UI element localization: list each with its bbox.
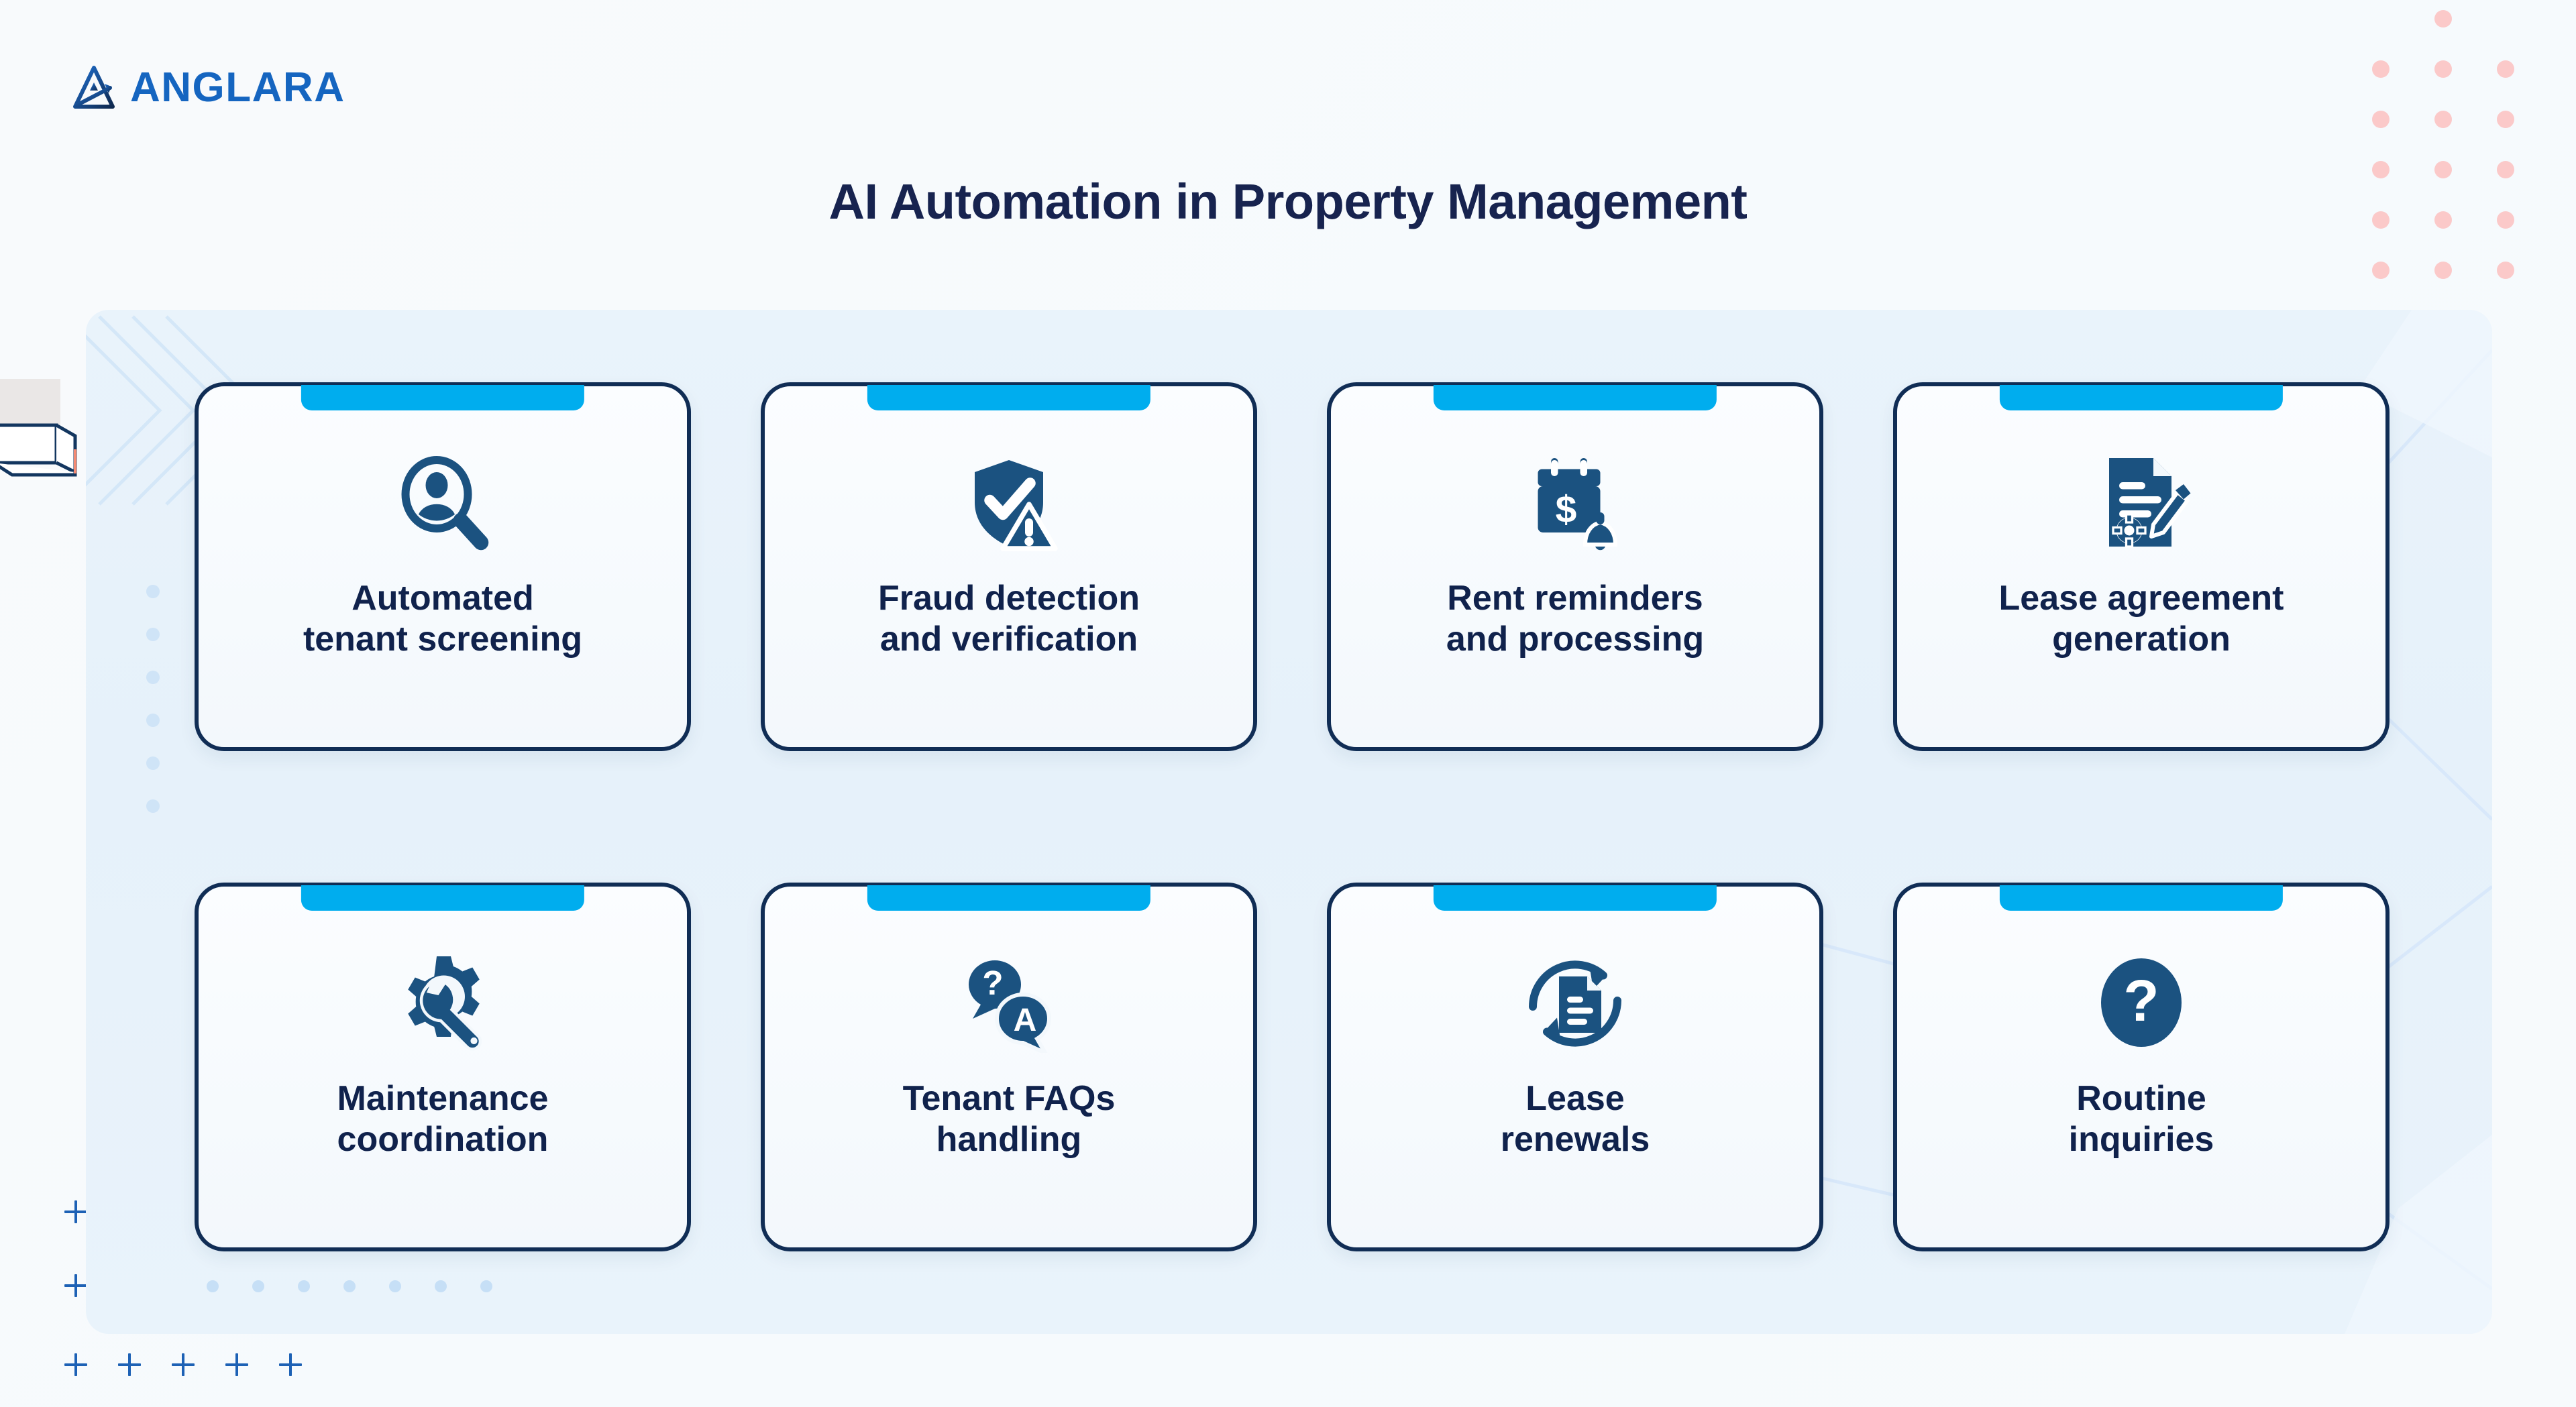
question-answer-bubbles-icon: ? A xyxy=(959,952,1059,1053)
card-label: Fraud detection and verification xyxy=(877,579,1140,659)
shield-check-warning-icon xyxy=(959,452,1059,553)
automation-capability-grid: Automated tenant screening Fraud detecti… xyxy=(195,382,2390,1251)
plus-marks-vertical-decoration xyxy=(64,1200,87,1348)
brand-logo[interactable]: ANGLARA xyxy=(71,64,345,112)
card-label: Lease agreement generation xyxy=(1998,579,2284,659)
card-automated-tenant-screening[interactable]: Automated tenant screening xyxy=(195,382,691,751)
card-accent-tab xyxy=(867,385,1151,410)
card-label: Lease renewals xyxy=(1500,1079,1650,1160)
brand-name: ANGLARA xyxy=(130,64,345,111)
card-accent-tab xyxy=(867,885,1151,911)
document-refresh-icon xyxy=(1525,952,1625,1053)
card-tenant-faqs-handling[interactable]: ? A Tenant FAQs handling xyxy=(761,883,1257,1251)
card-lease-renewals[interactable]: Lease renewals xyxy=(1327,883,1823,1251)
card-fraud-detection[interactable]: Fraud detection and verification xyxy=(761,382,1257,751)
diagonal-lines-decoration xyxy=(1780,310,2492,1334)
calendar-dollar-bell-icon: $ xyxy=(1525,452,1625,553)
svg-text:?: ? xyxy=(2123,968,2159,1033)
card-accent-tab xyxy=(301,885,585,911)
page-title: AI Automation in Property Management xyxy=(828,174,1748,229)
card-accent-tab xyxy=(1999,885,2284,911)
card-lease-agreement-generation[interactable]: Lease agreement generation xyxy=(1893,382,2390,751)
svg-text:$: $ xyxy=(1556,488,1577,531)
svg-text:?: ? xyxy=(982,964,1003,1002)
card-accent-tab xyxy=(1433,385,1717,410)
card-label: Routine inquiries xyxy=(2068,1079,2214,1160)
svg-text:A: A xyxy=(1014,1003,1037,1038)
pink-dot-grid-decoration xyxy=(2349,0,2537,308)
card-accent-tab xyxy=(301,385,585,410)
card-accent-tab xyxy=(1999,385,2284,410)
card-label: Tenant FAQs handling xyxy=(902,1079,1116,1160)
card-routine-inquiries[interactable]: ? Routine inquiries xyxy=(1893,883,2390,1251)
card-label: Automated tenant screening xyxy=(303,579,583,659)
card-accent-tab xyxy=(1433,885,1717,911)
gear-wrench-icon xyxy=(392,952,493,1053)
card-label: Rent reminders and processing xyxy=(1446,579,1705,659)
card-rent-reminders[interactable]: $ Rent reminders and processing xyxy=(1327,382,1823,751)
document-gear-pencil-icon xyxy=(2091,452,2192,553)
cube-outline-decoration xyxy=(0,423,77,477)
plus-marks-horizontal-decoration xyxy=(64,1353,302,1376)
left-dot-column-decoration xyxy=(146,585,160,842)
anglara-triangle-arrow-logo-icon xyxy=(73,66,115,109)
grey-square-decoration xyxy=(0,379,60,459)
card-label: Maintenance coordination xyxy=(337,1079,549,1160)
user-search-icon xyxy=(392,452,493,553)
card-maintenance-coordination[interactable]: Maintenance coordination xyxy=(195,883,691,1251)
question-circle-icon: ? xyxy=(2091,952,2192,1053)
